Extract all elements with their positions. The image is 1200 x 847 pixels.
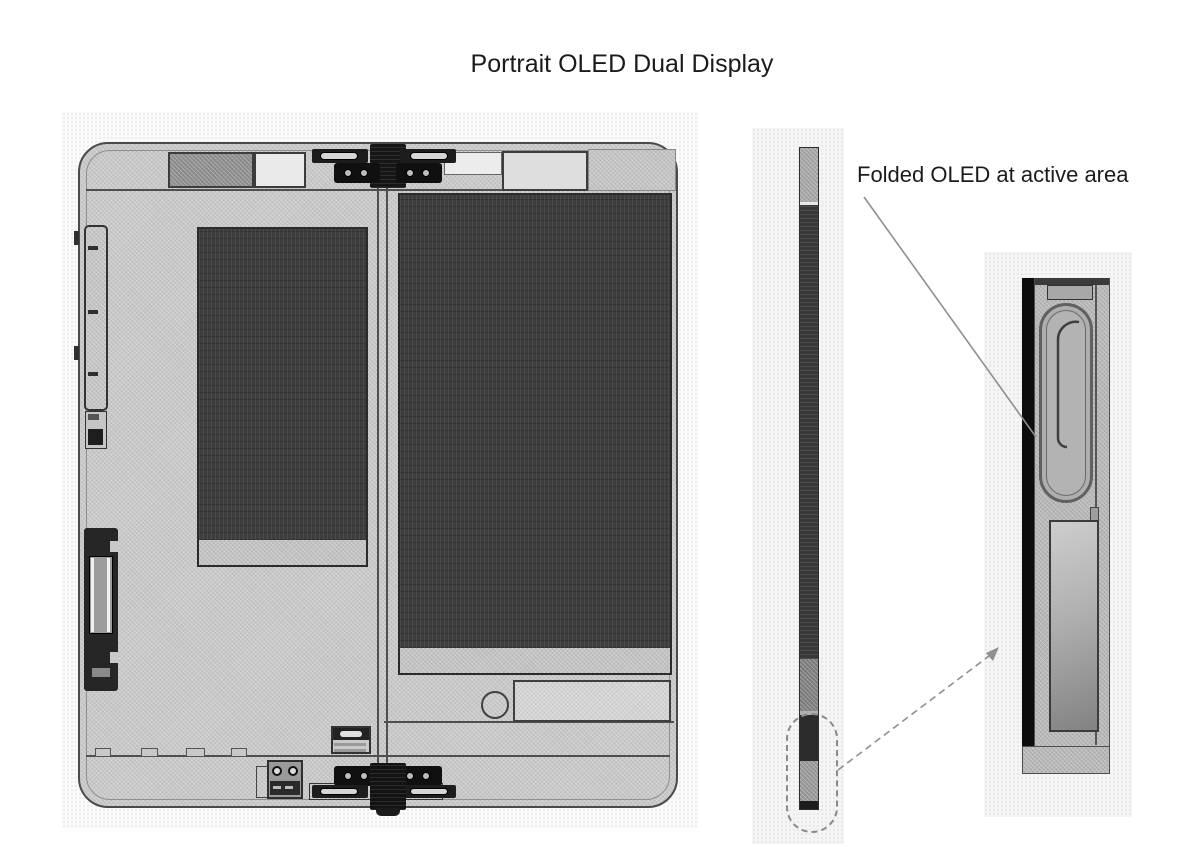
battery-connector-notch bbox=[110, 652, 119, 663]
detail-lower-block bbox=[1049, 520, 1099, 732]
bottom-tab bbox=[95, 748, 111, 757]
button-strip-tick bbox=[88, 372, 98, 376]
battery-connector-foot bbox=[92, 668, 110, 677]
top-right-gray-module bbox=[588, 149, 676, 191]
hinge-screw bbox=[344, 772, 352, 780]
hinge-bottom-pill-right-slot bbox=[410, 788, 448, 795]
lower-box-mark bbox=[88, 414, 99, 420]
hinge-screw bbox=[360, 169, 368, 177]
bottom-tab bbox=[141, 748, 158, 757]
center-seam-left bbox=[377, 146, 379, 808]
usb-port-slot bbox=[340, 731, 362, 737]
detail-top-tab bbox=[1047, 285, 1093, 300]
top-left-dark-module bbox=[168, 152, 254, 188]
hinge-screw bbox=[422, 772, 430, 780]
speaker-screw bbox=[272, 766, 282, 776]
speaker-grille-slit bbox=[273, 786, 281, 789]
detail-callout-capsule bbox=[786, 713, 838, 833]
slot-contact-bar bbox=[107, 558, 110, 632]
left-display-bottom-band bbox=[199, 540, 366, 565]
hinge-screw bbox=[360, 772, 368, 780]
hinge-top-pill-left-slot bbox=[320, 152, 358, 160]
center-seam-right bbox=[386, 146, 388, 808]
right-display-panel bbox=[398, 193, 672, 675]
lower-deck-line bbox=[384, 721, 674, 723]
side-profile-bar bbox=[799, 147, 819, 810]
left-display-panel bbox=[197, 227, 368, 567]
left-button-strip bbox=[84, 225, 108, 411]
hinge-bottom-shaft bbox=[370, 763, 406, 810]
hinge-top-knuckle-left bbox=[334, 163, 380, 183]
top-right-light-module bbox=[502, 151, 588, 191]
hinge-bottom-knuckle-right bbox=[396, 766, 442, 786]
hinge-screw bbox=[406, 772, 414, 780]
side-tip-segment bbox=[800, 801, 818, 809]
hinge-bottom-pill-left-slot bbox=[320, 788, 358, 795]
side-gap-line bbox=[800, 202, 818, 205]
button-strip-tick bbox=[88, 246, 98, 250]
detail-black-stripe bbox=[1022, 278, 1034, 747]
speaker-screw bbox=[288, 766, 298, 776]
hinge-screw bbox=[406, 169, 414, 177]
lower-box-dark bbox=[88, 429, 103, 445]
folded-oled-capsule-inner bbox=[1046, 310, 1086, 496]
hinge-screw bbox=[344, 169, 352, 177]
detail-base-block bbox=[1022, 746, 1110, 774]
top-left-light-module bbox=[254, 152, 306, 188]
camera-circle bbox=[481, 691, 509, 719]
hinge-screw bbox=[422, 169, 430, 177]
hinge-top-pill-right-slot bbox=[410, 152, 448, 160]
annotation-label: Folded OLED at active area bbox=[857, 162, 1129, 187]
right-display-bottom-band bbox=[400, 648, 670, 673]
usb-port-line bbox=[334, 749, 366, 752]
button-strip-tick bbox=[88, 310, 98, 314]
side-light-segment bbox=[800, 761, 818, 801]
battery-connector-notch bbox=[110, 541, 119, 552]
side-mid-segment bbox=[800, 659, 818, 711]
side-top-segment bbox=[800, 148, 818, 202]
hinge-bottom-knuckle-left bbox=[334, 766, 380, 786]
figure-title: Portrait OLED Dual Display bbox=[470, 50, 774, 78]
usb-port-line bbox=[334, 743, 366, 746]
side-main-segment bbox=[800, 205, 818, 659]
top-right-white-module bbox=[444, 152, 502, 175]
lower-deck-module bbox=[513, 680, 671, 722]
detail-top-cap bbox=[1035, 278, 1109, 285]
bottom-tab bbox=[186, 748, 205, 757]
hinge-bottom-tongue bbox=[376, 808, 400, 816]
right-display-active-area bbox=[400, 195, 670, 648]
speaker-grille-slit bbox=[285, 786, 293, 789]
left-display-active-area bbox=[199, 229, 366, 540]
hinge-top-knuckle-right bbox=[396, 163, 442, 183]
slot-contact-bar bbox=[91, 558, 94, 632]
bottom-tab bbox=[231, 748, 247, 757]
side-key-nub bbox=[74, 346, 79, 360]
side-key-nub bbox=[74, 231, 79, 245]
callout-leader-line bbox=[837, 655, 990, 771]
